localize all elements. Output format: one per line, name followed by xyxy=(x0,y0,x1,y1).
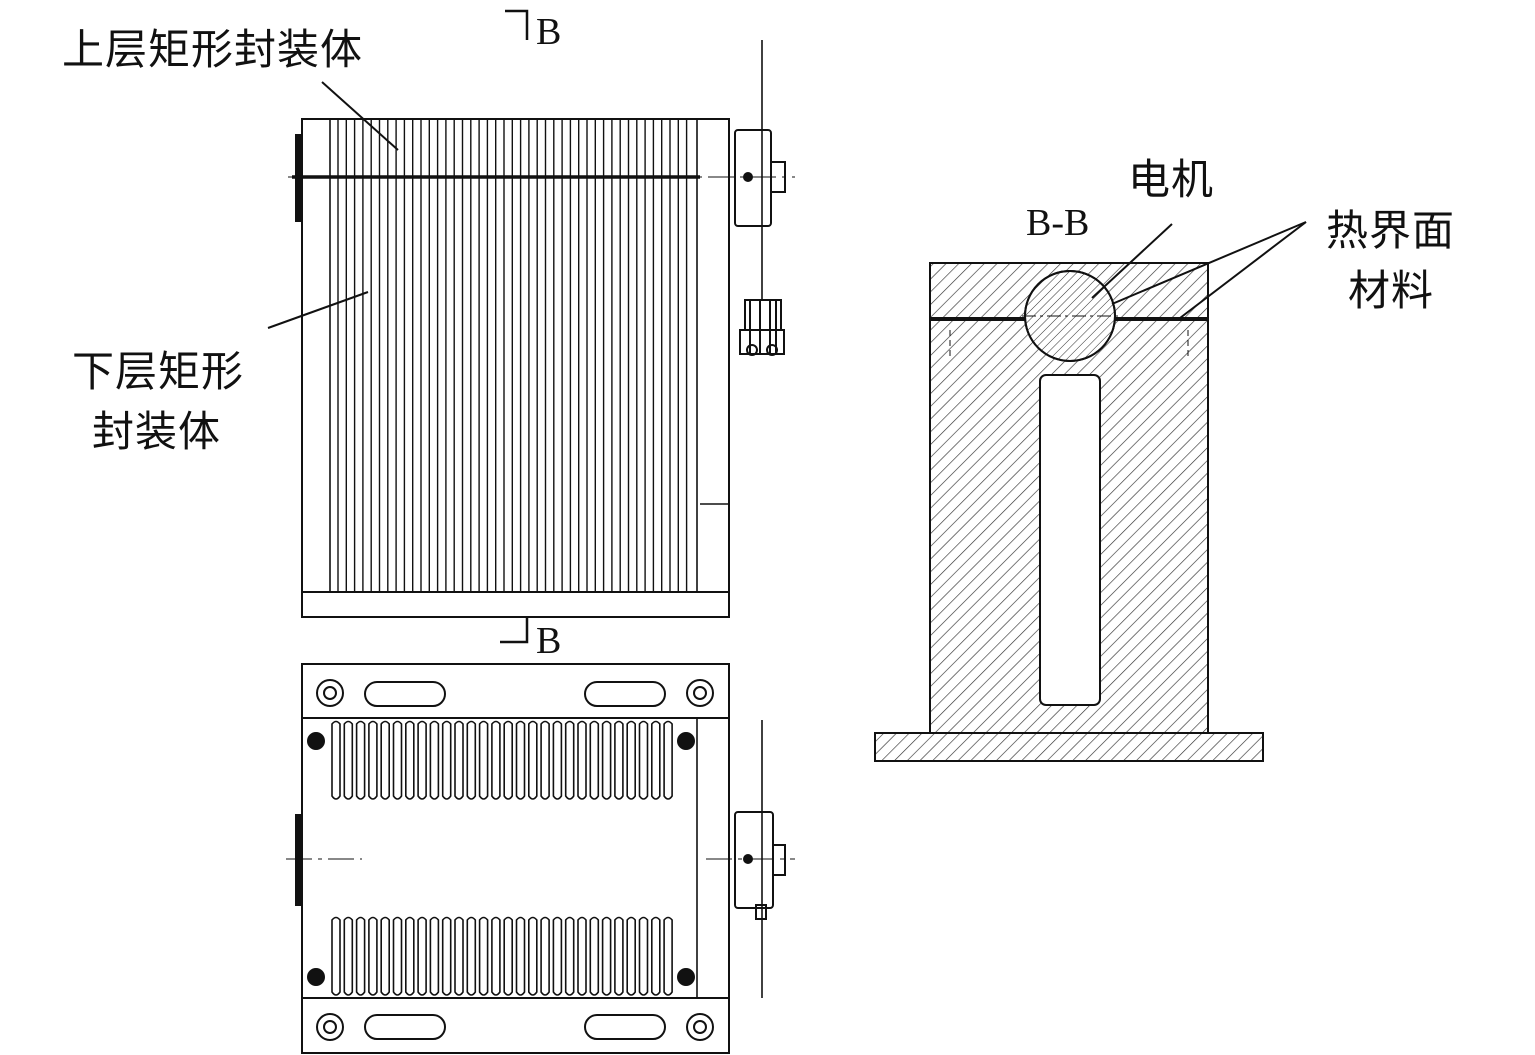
fin-slot xyxy=(589,720,600,800)
fin-slot xyxy=(663,720,673,800)
label-upper-package: 上层矩形封装体 xyxy=(62,25,364,74)
fin-slot xyxy=(491,720,501,800)
section-mark-bottom xyxy=(500,616,529,644)
label-tim-line2: 材料 xyxy=(1348,266,1435,315)
fin-slot xyxy=(503,916,513,996)
fin-slot xyxy=(564,720,575,800)
fin-slot xyxy=(368,720,378,800)
label-lower-package-line2: 封装体 xyxy=(92,407,222,456)
leader-upper-package xyxy=(321,81,399,151)
fin-slot xyxy=(355,916,366,996)
fin-slot xyxy=(331,720,341,800)
section-slot xyxy=(1039,374,1101,706)
fin-slot xyxy=(577,720,587,800)
fin-slot xyxy=(491,916,501,996)
fin-slot xyxy=(601,916,612,996)
fin-slot xyxy=(638,720,649,800)
fin-slot xyxy=(380,916,390,996)
fin-slot xyxy=(343,720,354,800)
mount-holes xyxy=(307,679,714,1041)
fin-slot xyxy=(331,916,341,996)
fin-slot xyxy=(405,916,415,996)
section-mark-top-label: B xyxy=(536,11,562,53)
slot-bottom-right xyxy=(584,1014,666,1040)
fin-slot xyxy=(651,720,661,800)
fin-slot xyxy=(540,916,550,996)
fin-slot xyxy=(626,916,636,996)
slot-top-left xyxy=(364,681,446,707)
fin-slot xyxy=(515,720,526,800)
fin-slot xyxy=(466,720,477,800)
fin-slot xyxy=(454,916,464,996)
section-mark-bottom-label: B xyxy=(536,620,562,662)
fin-slot xyxy=(343,916,354,996)
fin-slot xyxy=(663,916,673,996)
fin-slot xyxy=(552,916,563,996)
motor-connector xyxy=(734,129,772,227)
fin-slot xyxy=(417,916,427,996)
slot-top-right xyxy=(584,681,666,707)
fin-slot xyxy=(601,720,612,800)
fin-slot xyxy=(392,720,403,800)
fin-slot xyxy=(368,916,378,996)
fin-slot xyxy=(577,916,587,996)
cable-bracket xyxy=(739,299,785,356)
fin-slot xyxy=(528,720,538,800)
fin-slot xyxy=(638,916,649,996)
base-plate xyxy=(874,732,1264,762)
fin-slot xyxy=(528,916,538,996)
fin-slot xyxy=(454,720,464,800)
fin-slot xyxy=(589,916,600,996)
fin-slot xyxy=(429,916,440,996)
fin-slot xyxy=(441,916,452,996)
fins-top xyxy=(337,119,688,592)
fins-bottom-upper xyxy=(331,720,673,800)
fin-slot xyxy=(392,916,403,996)
leader-tim-1 xyxy=(1111,221,1307,305)
leader-motor xyxy=(1091,223,1173,299)
fin-slot xyxy=(478,720,489,800)
fin-slot xyxy=(380,720,390,800)
slot-bottom-left xyxy=(364,1014,446,1040)
fin-slot xyxy=(564,916,575,996)
section-view xyxy=(874,262,1264,762)
label-motor: 电机 xyxy=(1128,155,1215,204)
fin-slot xyxy=(478,916,489,996)
leader-lower-package xyxy=(267,291,369,329)
fin-slot xyxy=(614,720,624,800)
leader-tim-2 xyxy=(1179,221,1307,319)
fin-slot xyxy=(651,916,661,996)
top-view-outline xyxy=(301,118,730,618)
fin-slot xyxy=(429,720,440,800)
label-tim-line1: 热界面 xyxy=(1326,206,1456,255)
fin-slot xyxy=(626,720,636,800)
top-view xyxy=(288,9,795,644)
bottom-view xyxy=(286,663,795,1054)
fin-slot xyxy=(503,720,513,800)
fin-slot xyxy=(515,916,526,996)
section-title: B-B xyxy=(1026,202,1090,244)
fin-slot xyxy=(355,720,366,800)
fin-slot xyxy=(466,916,477,996)
fin-slot xyxy=(540,720,550,800)
label-lower-package-line1: 下层矩形 xyxy=(72,347,245,396)
section-mark-top xyxy=(505,9,529,40)
fin-slot xyxy=(417,720,427,800)
fin-slot xyxy=(405,720,415,800)
fin-slot xyxy=(552,720,563,800)
fin-slot xyxy=(614,916,624,996)
fins-bottom-lower xyxy=(331,916,673,996)
fin-slot xyxy=(441,720,452,800)
motor-connector-bottom xyxy=(734,811,774,909)
